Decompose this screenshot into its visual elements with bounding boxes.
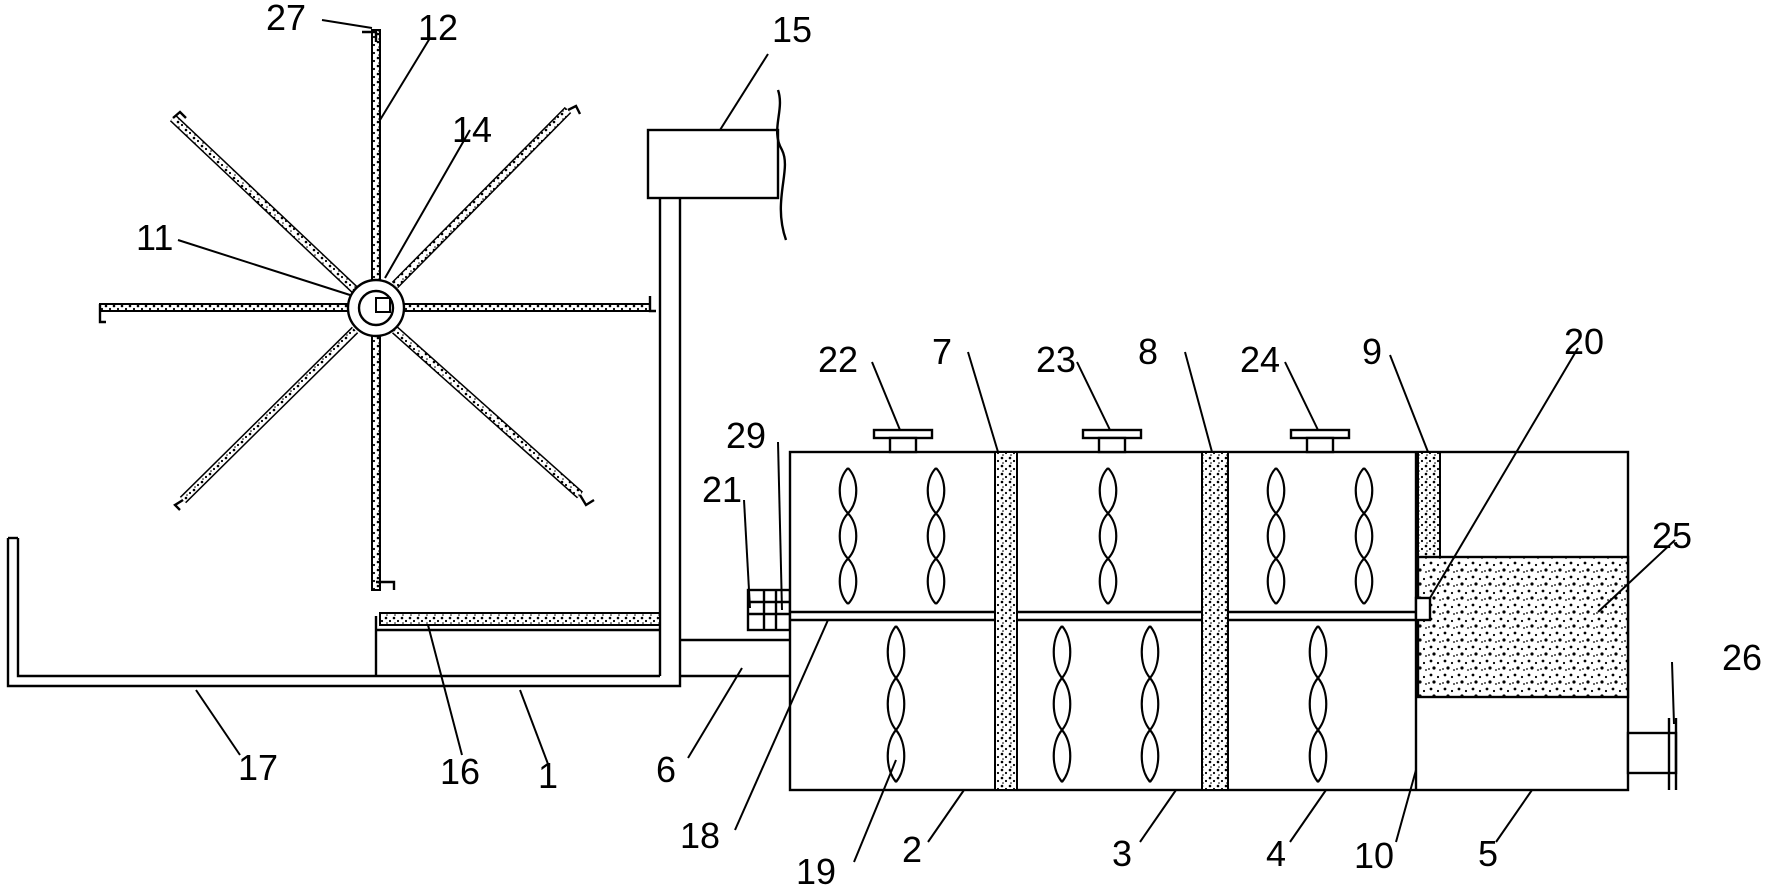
label-7: 7 — [932, 331, 952, 372]
label-5: 5 — [1478, 833, 1498, 874]
leader-lines — [177, 19, 1676, 863]
label-27: 27 — [266, 0, 306, 38]
label-22: 22 — [818, 339, 858, 380]
bio-media — [838, 467, 1374, 783]
media-strand — [1098, 467, 1118, 605]
label-24: 24 — [1240, 339, 1280, 380]
media-strand — [886, 625, 906, 783]
label-1: 1 — [538, 755, 558, 796]
label-18: 18 — [680, 815, 720, 856]
label-29: 29 — [726, 415, 766, 456]
label-17: 17 — [238, 747, 278, 788]
treatment-tank — [788, 450, 1630, 792]
partition-7 — [994, 451, 1018, 791]
label-16: 16 — [440, 751, 480, 792]
label-8: 8 — [1138, 331, 1158, 372]
label-26: 26 — [1722, 637, 1762, 678]
wheel-blade-tips — [98, 30, 656, 590]
pipe-6 — [680, 638, 790, 678]
label-12: 12 — [418, 7, 458, 48]
part-labels: 27 12 14 11 15 17 16 1 6 18 19 2 3 4 10 … — [136, 0, 1762, 886]
outlet-26 — [1626, 718, 1678, 790]
water-wheel — [98, 29, 656, 591]
wheel-spokes — [99, 29, 651, 591]
label-2: 2 — [902, 829, 922, 870]
label-9: 9 — [1362, 331, 1382, 372]
label-21: 21 — [702, 469, 742, 510]
label-10: 10 — [1354, 835, 1394, 876]
partition-9 — [1417, 451, 1441, 558]
label-19: 19 — [796, 851, 836, 886]
media-strand — [926, 467, 946, 605]
nozzles — [872, 428, 1351, 454]
label-14: 14 — [452, 109, 492, 150]
pump-21 — [746, 588, 792, 632]
label-15: 15 — [772, 9, 812, 50]
media-strand — [1052, 625, 1072, 783]
media-strand — [1354, 467, 1374, 605]
media-strand — [1266, 467, 1286, 605]
label-6: 6 — [656, 749, 676, 790]
partition-8 — [1201, 451, 1229, 791]
label-11: 11 — [136, 217, 173, 258]
filter-media-25 — [1416, 555, 1630, 699]
label-20: 20 — [1564, 321, 1604, 362]
inlet-15 — [646, 89, 788, 241]
label-25: 25 — [1652, 515, 1692, 556]
media-strand — [1140, 625, 1160, 783]
basin-frame — [6, 138, 682, 688]
media-strand — [1308, 625, 1328, 783]
label-4: 4 — [1266, 833, 1286, 874]
screen-16 — [379, 612, 661, 626]
label-3: 3 — [1112, 833, 1132, 874]
media-strand — [838, 467, 858, 605]
label-23: 23 — [1036, 339, 1076, 380]
